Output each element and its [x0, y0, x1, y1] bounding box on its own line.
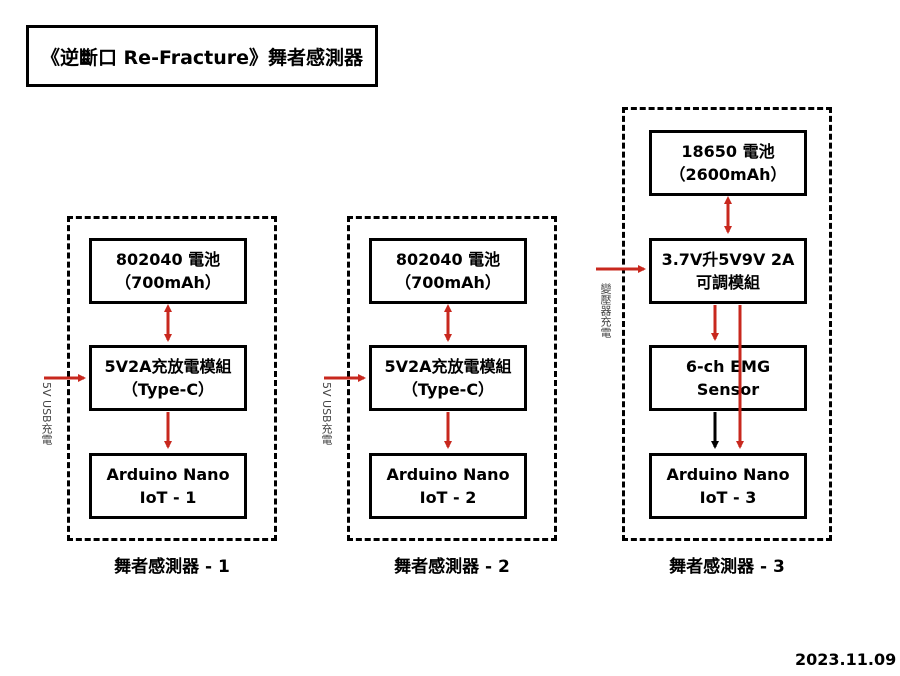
node-line1: 3.7V升5V9V 2A: [661, 250, 795, 269]
node-line1: 5V2A充放電模組: [384, 357, 512, 376]
node-line2: IoT - 1: [139, 488, 197, 507]
node-line2: （700mAh）: [115, 273, 221, 292]
arduino-node-2: Arduino Nano IoT - 2: [369, 453, 527, 519]
node-line2: IoT - 2: [419, 488, 477, 507]
group-label-3: 舞者感測器 - 3: [669, 557, 785, 577]
battery-node-3: 18650 電池 （2600mAh）: [649, 130, 807, 196]
node-line1: Arduino Nano: [386, 465, 510, 484]
arduino-node-3: Arduino Nano IoT - 3: [649, 453, 807, 519]
node-line2: （2600mAh）: [669, 165, 787, 184]
node-line1: Arduino Nano: [106, 465, 230, 484]
diagram-title: 《逆斷口 Re-Fracture》舞者感測器: [26, 25, 378, 87]
node-line1: 802040 電池: [115, 250, 221, 269]
node-line1: 18650 電池: [681, 142, 775, 161]
battery-node-1: 802040 電池 （700mAh）: [89, 238, 247, 304]
charge-module-node-1: 5V2A充放電模組 （Type-C）: [89, 345, 247, 411]
node-line1: Arduino Nano: [666, 465, 790, 484]
charge-input-label-1: 5V USB充電: [40, 382, 53, 445]
node-line1: 5V2A充放電模組: [104, 357, 232, 376]
node-line2: （700mAh）: [395, 273, 501, 292]
battery-node-2: 802040 電池 （700mAh）: [369, 238, 527, 304]
emg-sensor-node-3: 6-ch EMG Sensor: [649, 345, 807, 411]
node-line1: 6-ch EMG: [685, 357, 771, 376]
boost-module-node-3: 3.7V升5V9V 2A 可調模組: [649, 238, 807, 304]
node-line2: （Type-C）: [121, 380, 215, 399]
node-line1: 802040 電池: [395, 250, 501, 269]
charge-input-label-3: 變壓器充電: [599, 283, 612, 338]
date-label: 2023.11.09: [795, 650, 897, 669]
group-label-1: 舞者感測器 - 1: [114, 557, 230, 577]
charge-module-node-2: 5V2A充放電模組 （Type-C）: [369, 345, 527, 411]
charge-input-label-2: 5V USB充電: [320, 382, 333, 445]
node-line2: Sensor: [696, 380, 760, 399]
arduino-node-1: Arduino Nano IoT - 1: [89, 453, 247, 519]
node-line2: 可調模組: [695, 273, 760, 292]
sensor-group-3: [622, 107, 832, 541]
group-label-2: 舞者感測器 - 2: [394, 557, 510, 577]
node-line2: IoT - 3: [699, 488, 757, 507]
node-line2: （Type-C）: [401, 380, 495, 399]
